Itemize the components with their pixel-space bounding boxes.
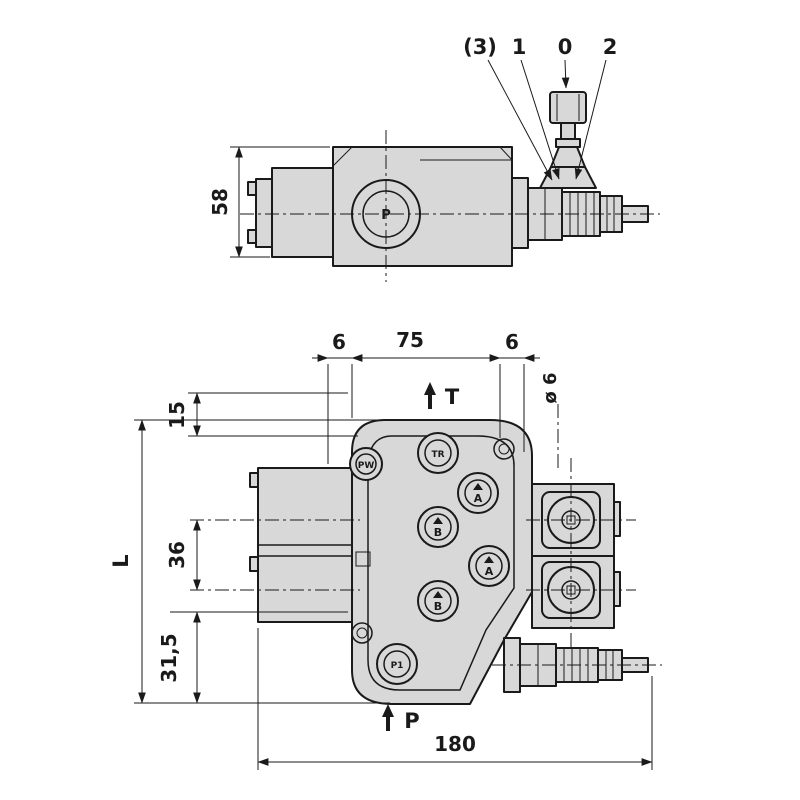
position-label-3: (3) — [463, 35, 497, 59]
dimension-L: L — [109, 419, 390, 704]
leader-2 — [574, 59, 607, 180]
port-tr: TR — [417, 432, 459, 474]
dim-L-text: L — [109, 554, 133, 567]
right-port-blocks — [531, 483, 621, 629]
front-view: PW TR A B A B — [109, 328, 662, 770]
dim-6-right-text: 6 — [505, 330, 519, 354]
dimension-180: 180 — [257, 628, 653, 770]
port-label: A — [474, 492, 483, 505]
dimension-31-5: 31,5 — [157, 611, 348, 704]
dim-58-text: 58 — [208, 188, 232, 216]
port-pw: PW — [349, 447, 383, 481]
dim-6-left-text: 6 — [332, 330, 346, 354]
dim-36-text: 36 — [165, 541, 189, 569]
mounting-hole-bottom — [351, 622, 373, 644]
port-a-upper: A — [457, 472, 499, 514]
dim-31-5-text: 31,5 — [157, 633, 181, 682]
dimension-top-chain: 6 75 6 — [312, 328, 540, 464]
port-label: A — [485, 565, 494, 578]
dimension-58: 58 — [208, 146, 330, 258]
flow-mark-icon — [433, 517, 443, 524]
top-view: P (3) 1 0 2 58 — [208, 35, 660, 282]
lever-collar — [555, 138, 581, 148]
leader-3 — [487, 59, 553, 181]
port-label: P1 — [391, 661, 404, 671]
dim-hole-dia-text: ø 6 — [540, 372, 561, 403]
lever-boot-lower — [539, 166, 597, 189]
flow-mark-icon — [473, 483, 483, 490]
port-a-lower: A — [468, 545, 510, 587]
main-housing — [332, 146, 513, 267]
plate-notch — [355, 551, 371, 567]
flow-mark-icon — [433, 591, 443, 598]
port-label: TR — [431, 450, 444, 460]
flow-arrow-t: T — [424, 382, 460, 409]
dim-180-text: 180 — [434, 732, 476, 756]
arrow-up-icon — [382, 704, 394, 717]
dim-15-text: 15 — [165, 401, 189, 429]
port-b-lower: B — [417, 580, 459, 622]
port-p1: P1 — [376, 643, 418, 685]
lever-positions: (3) 1 0 2 — [463, 35, 618, 181]
port-label: B — [434, 526, 442, 539]
leader-0 — [561, 59, 570, 89]
flow-t-text: T — [445, 385, 460, 409]
lever-stem — [560, 122, 576, 140]
position-label-1: 1 — [512, 35, 527, 59]
port-b-upper: B — [417, 506, 459, 548]
position-label-0: 0 — [558, 35, 573, 59]
position-label-2: 2 — [603, 35, 618, 59]
flow-mark-icon — [484, 556, 494, 563]
mounting-hole-top — [493, 438, 515, 460]
left-housing — [271, 167, 334, 258]
dimension-15: 15 — [165, 392, 358, 437]
arrow-up-icon — [424, 382, 436, 395]
leader-1 — [520, 59, 560, 180]
flow-arrow-p: P — [382, 704, 420, 733]
flow-p-text: P — [404, 709, 419, 733]
dimension-36: 36 — [165, 519, 201, 591]
port-label: PW — [358, 461, 375, 471]
lever-knob — [549, 91, 587, 124]
port-label: B — [434, 600, 442, 613]
dim-75-text: 75 — [396, 328, 424, 352]
